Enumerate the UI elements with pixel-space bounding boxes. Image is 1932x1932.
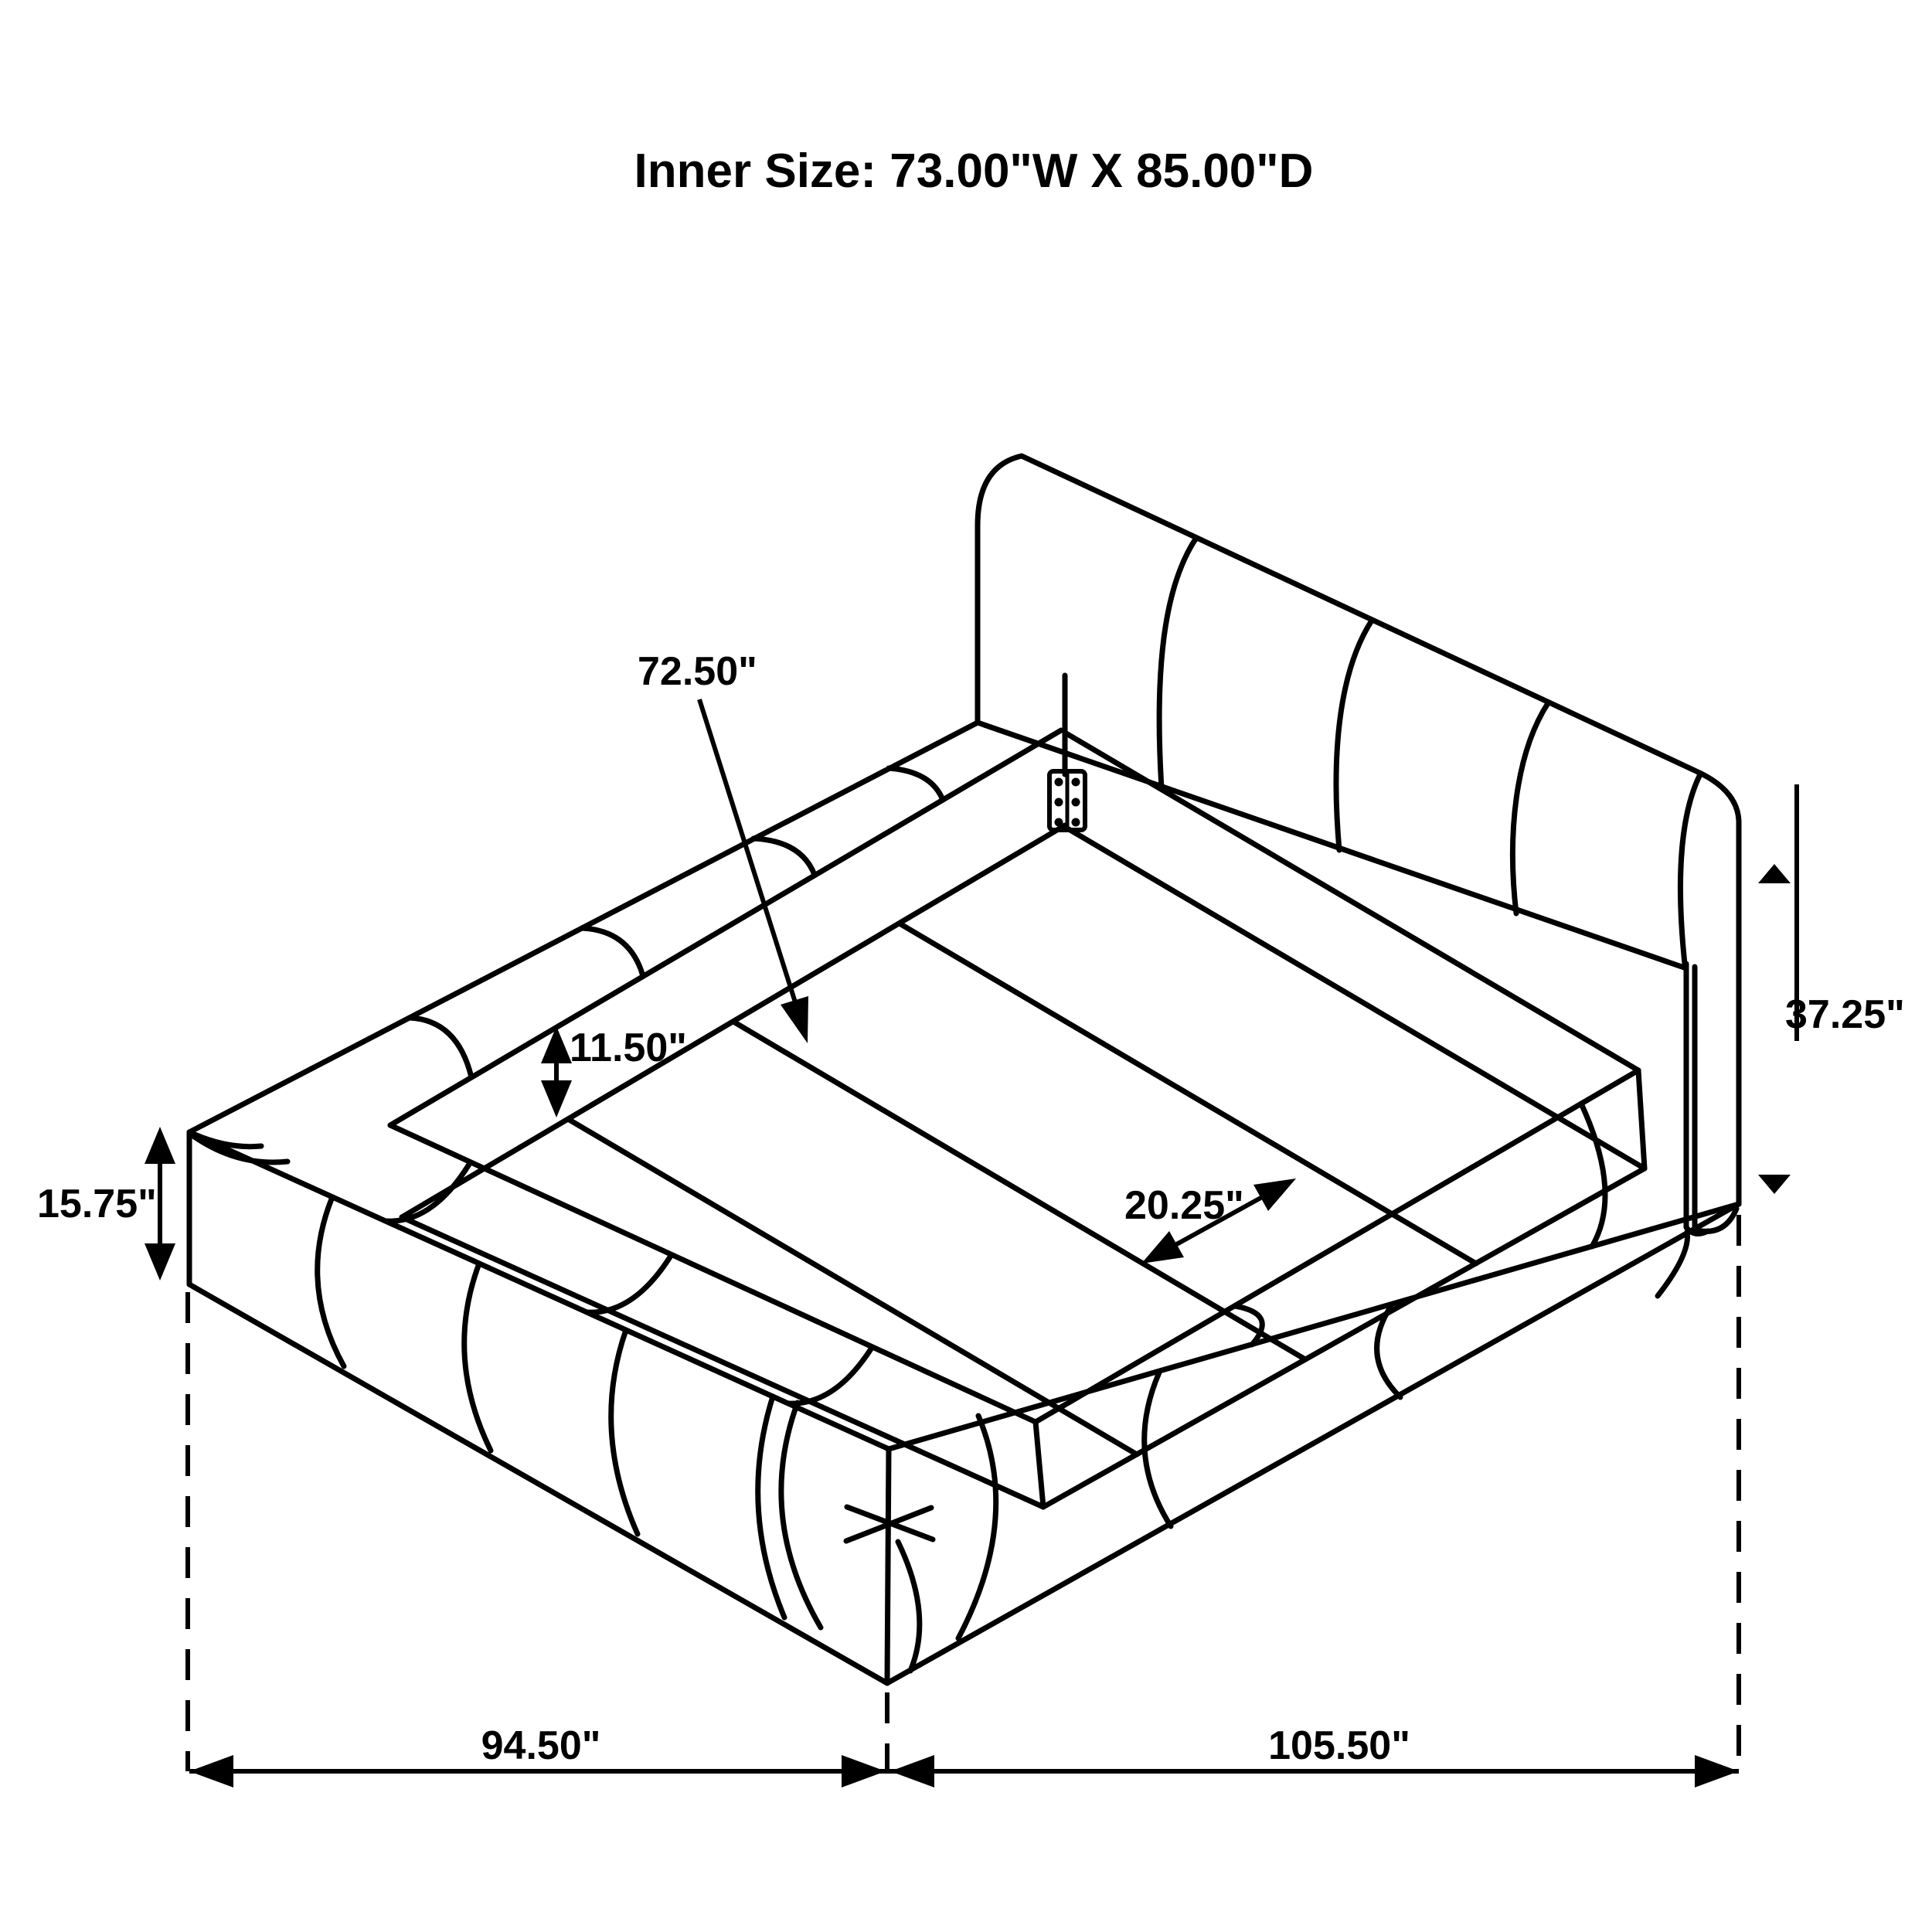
footprint-arrowhead-mid-left [890, 1755, 934, 1787]
slat-length-label: 72.50" [638, 649, 757, 694]
slat-width-arrowhead-right [1253, 1179, 1296, 1211]
base-height-label: 15.75" [37, 1182, 157, 1226]
headboard-channel-seam [1333, 617, 1375, 853]
bed-drawing [186, 453, 1742, 1686]
front-right-rail-outer-edge [886, 1201, 1742, 1452]
front-left-rail-outer-edge [186, 1129, 892, 1452]
rim-tuft-seams [383, 765, 1608, 1406]
headboard-channel-seam [1678, 771, 1703, 967]
dimension-annotations: 72.50" 11.50" 15.75" 20.25" 37.25" 94.50… [37, 649, 1905, 1787]
slat-width-label: 20.25" [1124, 1183, 1244, 1228]
corner-tuft-details [190, 1131, 1740, 1674]
rail-height-arrowhead-up [541, 1026, 572, 1063]
right-inner-corner-seam [1635, 1067, 1648, 1172]
left-rail-inner-edge [387, 727, 1064, 1128]
headboard-height-label: 37.25" [1785, 992, 1905, 1037]
footprint-right-label: 105.50" [1268, 1723, 1410, 1768]
slat-divider [896, 920, 1479, 1267]
slat-length-leader-line [697, 699, 798, 1005]
rail-height-label: 11.50" [570, 1026, 687, 1070]
base-height-arrowhead-up [145, 1127, 175, 1164]
headboard-channel-seam [1509, 700, 1551, 917]
headboard-channel-seam [1156, 535, 1199, 791]
front-corner-seam [884, 1446, 892, 1686]
slat-length-arrowhead [781, 996, 808, 1043]
page-title: Inner Size: 73.00"W X 85.00"D [634, 145, 1314, 198]
headboard-bottom-edge [975, 719, 1689, 971]
bottom-left-silhouette-edge [186, 1281, 890, 1686]
rail-height-arrowhead-down [541, 1080, 572, 1117]
front-right-rail-inner-edge [1032, 1067, 1641, 1425]
corner-bracket [1047, 769, 1087, 832]
front-face-tuft-channels [315, 1194, 1691, 1621]
rear-rail-inner-edge [1062, 730, 1641, 1073]
front-inner-corner-seam [1032, 1419, 1046, 1510]
footprint-left-label: 94.50" [481, 1723, 601, 1768]
headboard-height-arrowhead-down [1758, 1175, 1791, 1194]
footprint-arrowhead-mid-right [842, 1755, 886, 1787]
bottom-right-silhouette-edge [884, 1201, 1742, 1686]
headboard-height-arrowhead-up [1758, 864, 1791, 883]
front-left-rail-inner-edge [387, 1122, 1039, 1425]
slat-divider [565, 1116, 1140, 1458]
deck-rear-edge [1066, 826, 1648, 1172]
slat-divider [730, 1019, 1308, 1362]
headboard-outline [975, 453, 1742, 1207]
deck-front-edge [399, 1214, 1046, 1510]
base-height-arrowhead-down [145, 1243, 175, 1281]
footprint-arrowhead-far-right [1695, 1755, 1739, 1787]
slat-width-arrowhead-left [1141, 1231, 1184, 1264]
footprint-arrowhead-far-left [189, 1755, 233, 1787]
